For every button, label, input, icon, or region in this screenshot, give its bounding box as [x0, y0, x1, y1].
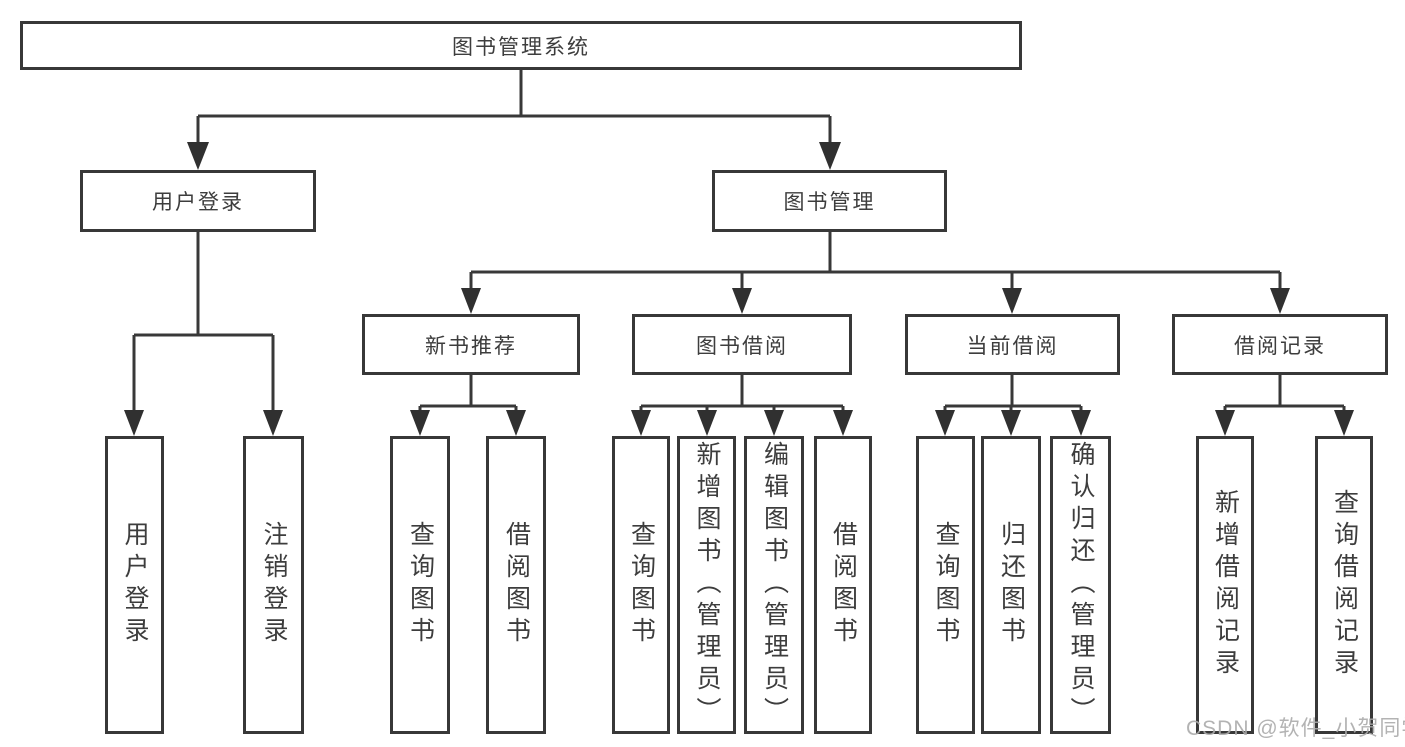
node-borrowing-records: 借阅记录 [1172, 314, 1388, 375]
arrowhead-icon [631, 410, 651, 436]
arrowhead-icon [732, 288, 752, 314]
connector-root [187, 69, 841, 170]
arrowhead-icon [819, 142, 841, 170]
node-current-borrowing: 当前借阅 [905, 314, 1120, 375]
node-book-management: 图书管理 [712, 170, 947, 232]
arrowhead-icon [461, 288, 481, 314]
arrowhead-icon [1270, 288, 1290, 314]
node-user-login-action: 用户登录 [105, 436, 164, 734]
node-query-books-recommend: 查询图书 [390, 436, 450, 734]
arrowhead-icon [697, 410, 717, 436]
node-confirm-return-admin: 确认归还（管理员） [1050, 436, 1111, 734]
arrowhead-icon [124, 410, 144, 436]
arrowhead-icon [935, 410, 955, 436]
node-return-books: 归还图书 [981, 436, 1041, 734]
node-add-book-admin: 新增图书（管理员） [677, 436, 736, 734]
connector-new-book-recommendation [410, 375, 526, 436]
node-user-login: 用户登录 [80, 170, 316, 232]
arrowhead-icon [187, 142, 209, 170]
connector-current-borrowing [935, 375, 1091, 436]
arrowhead-icon [410, 410, 430, 436]
arrowhead-icon [833, 410, 853, 436]
node-logout-action: 注销登录 [243, 436, 304, 734]
node-book-borrowing: 图书借阅 [632, 314, 852, 375]
node-query-books-current: 查询图书 [916, 436, 975, 734]
watermark: CSDN @软件_小贺同学 [1186, 717, 1405, 740]
arrowhead-icon [1001, 410, 1021, 436]
node-library-management-system: 图书管理系统 [20, 21, 1022, 70]
arrowhead-icon [1215, 410, 1235, 436]
arrowhead-icon [1334, 410, 1354, 436]
node-borrow-books-borrowing: 借阅图书 [814, 436, 872, 734]
connector-book-management [461, 232, 1290, 314]
node-new-book-recommendation: 新书推荐 [362, 314, 580, 375]
node-add-borrowing-record: 新增借阅记录 [1196, 436, 1254, 734]
arrowhead-icon [1002, 288, 1022, 314]
node-query-borrowing-record: 查询借阅记录 [1315, 436, 1373, 734]
arrowhead-icon [1071, 410, 1091, 436]
arrowhead-icon [764, 410, 784, 436]
node-edit-book-admin: 编辑图书（管理员） [744, 436, 804, 734]
connector-borrowing-records [1215, 375, 1354, 436]
node-borrow-books-recommend: 借阅图书 [486, 436, 546, 734]
node-query-books-borrowing: 查询图书 [612, 436, 670, 734]
connector-book-borrowing [631, 375, 853, 436]
connector-user-login [124, 232, 283, 436]
arrowhead-icon [263, 410, 283, 436]
arrowhead-icon [506, 410, 526, 436]
